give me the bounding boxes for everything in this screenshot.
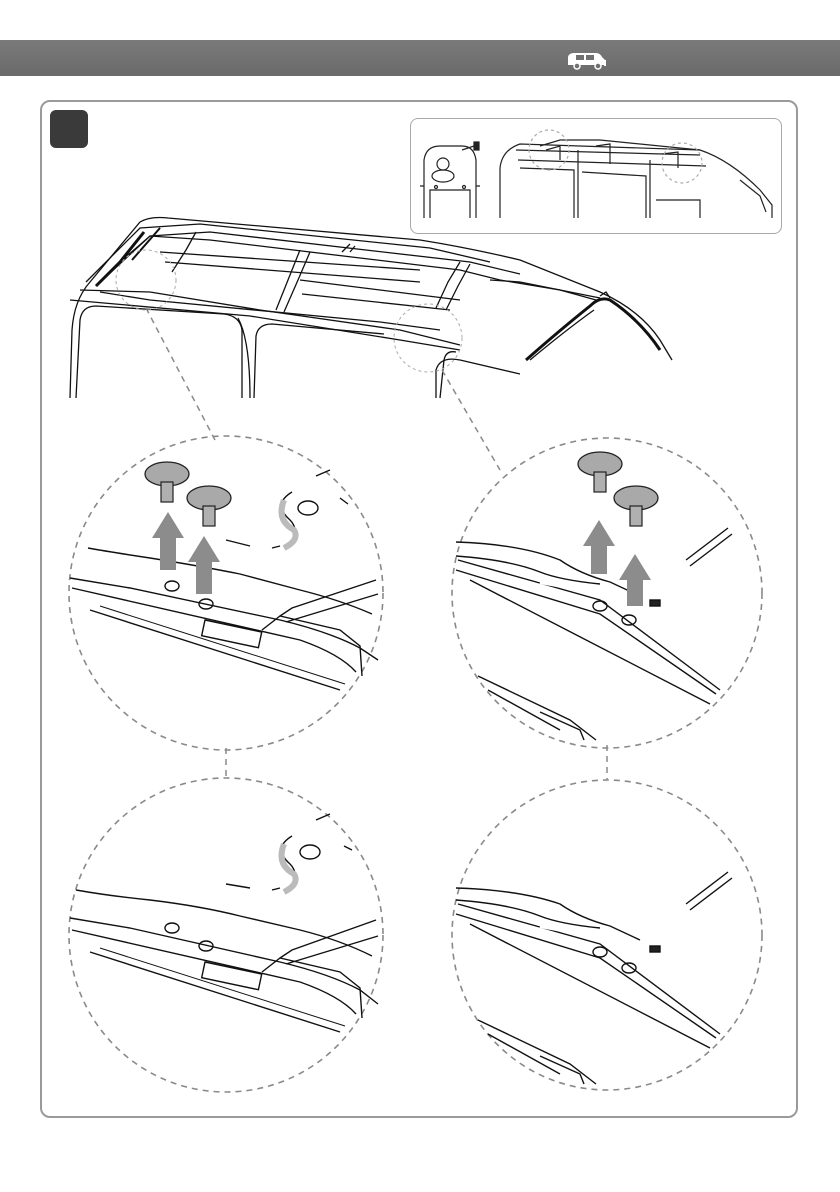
roof-mounting-holes-rear xyxy=(456,872,732,1084)
van-roof-overview xyxy=(420,130,772,218)
roof-caps-removal-front xyxy=(70,462,378,690)
callout-leaders xyxy=(146,308,607,780)
roof-mounting-holes-front xyxy=(70,814,378,1032)
van-roof-with-rails xyxy=(70,218,672,399)
roof-caps-removal-rear xyxy=(456,452,732,740)
